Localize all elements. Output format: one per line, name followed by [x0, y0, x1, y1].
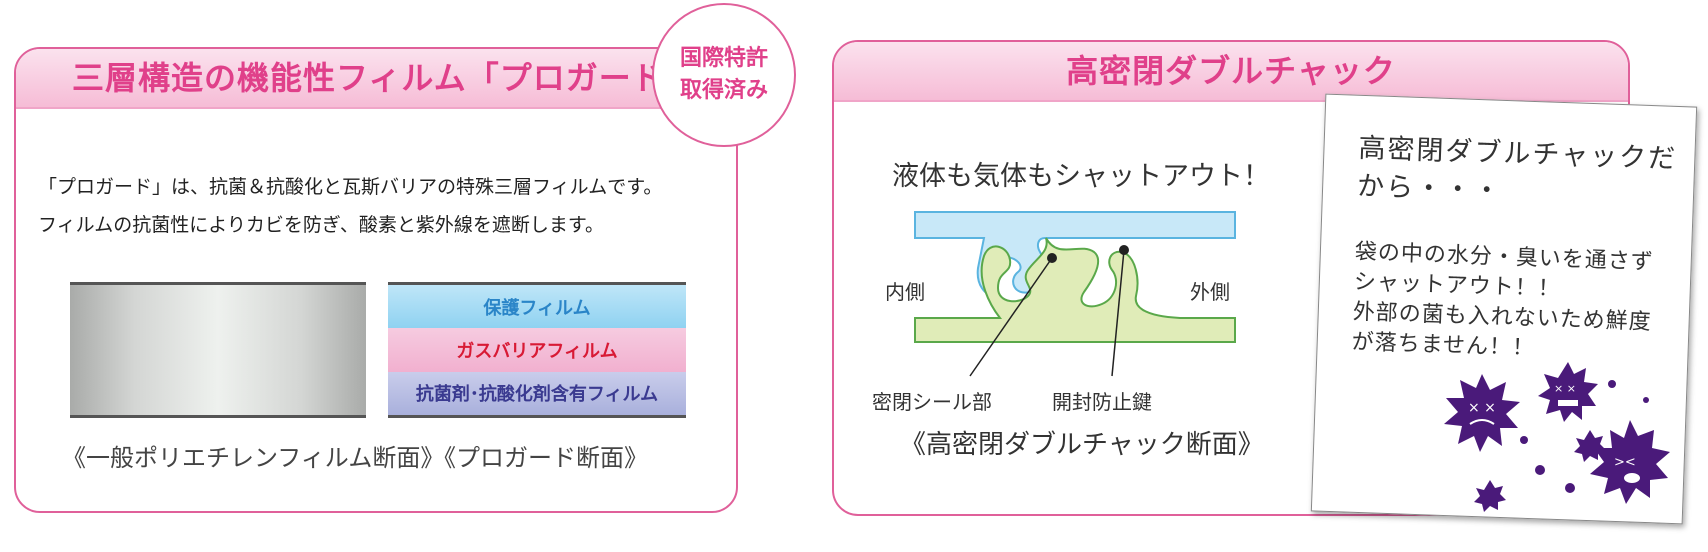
germ-dot — [1565, 483, 1575, 493]
germ-icon-small-bottom — [1474, 480, 1506, 512]
inside-label: 内側 — [885, 280, 925, 304]
germ-dot — [1643, 397, 1649, 403]
zipper-lower-track — [914, 237, 1236, 343]
patent-badge-line2: 取得済み — [679, 78, 768, 103]
germ-icon-small-center — [1574, 430, 1606, 462]
germ-dot — [1535, 465, 1545, 475]
protective-film-layer: 保護フィルム — [388, 285, 686, 329]
film-panel-header — [16, 49, 736, 109]
note-heading-line2: から・・・ — [1356, 170, 1503, 207]
germ-icon-large-right: >< — [1590, 420, 1670, 504]
germ-icon-top-right: × × — [1538, 362, 1598, 422]
germ-illustration: × × × × >< — [1444, 362, 1670, 512]
seal-part-label: 密閉シール部 — [872, 390, 992, 414]
note-body-line4: が落ちません！！ — [1351, 329, 1536, 362]
antibacterial-film-layer: 抗菌剤･抗酸化剤含有フィルム — [388, 371, 686, 415]
progard-film-cross-section: 保護フィルム ガスバリアフィルム 抗菌剤･抗酸化剤含有フィルム — [388, 282, 686, 418]
shutout-headline: 液体も気体もシャットアウト！ — [892, 161, 1270, 192]
double-zipper-diagram — [914, 211, 1236, 377]
outside-label: 外側 — [1190, 280, 1230, 304]
gas-barrier-film-layer: ガスバリアフィルム — [388, 328, 686, 372]
film-panel-title: 三層構造の機能性フィルム「プロガード」 — [72, 59, 698, 97]
film-panel: 三層構造の機能性フィルム「プロガード」 — [14, 47, 738, 513]
film-description-line2: フィルムの抗菌性によりカビを防ぎ、酸素と紫外線を遮断します。 — [38, 214, 605, 236]
zipper-panel-header — [834, 42, 1628, 102]
seal-leader-line — [969, 257, 1053, 377]
svg-text:× ×: × × — [1468, 400, 1496, 416]
svg-text:× ×: × × — [1554, 382, 1576, 395]
film-description-line1: 「プロガード」は、抗菌＆抗酸化と瓦斯バリアの特殊三層フィルムです。 — [38, 176, 663, 198]
progard-film-caption: 《プロガード断面》 — [432, 444, 648, 472]
zipper-caption: 《高密閉ダブルチャック断面》 — [900, 430, 1264, 460]
svg-text:><: >< — [1614, 455, 1636, 470]
patent-badge: 国際特許 取得済み — [652, 3, 796, 147]
anti-open-lock-label: 開封防止鍵 — [1052, 390, 1152, 414]
lock-leader-line — [1111, 249, 1125, 377]
germ-dot — [1608, 380, 1616, 388]
germ-dot — [1520, 436, 1528, 444]
germ-icon-large-left: × × — [1444, 374, 1520, 452]
patent-badge-line1: 国際特許 — [679, 46, 768, 71]
plain-film-caption: 《一般ポリエチレンフィルム断面》 — [62, 444, 445, 472]
zipper-panel-title: 高密閉ダブルチャック — [1066, 52, 1396, 90]
plain-film-cross-section — [70, 282, 366, 418]
